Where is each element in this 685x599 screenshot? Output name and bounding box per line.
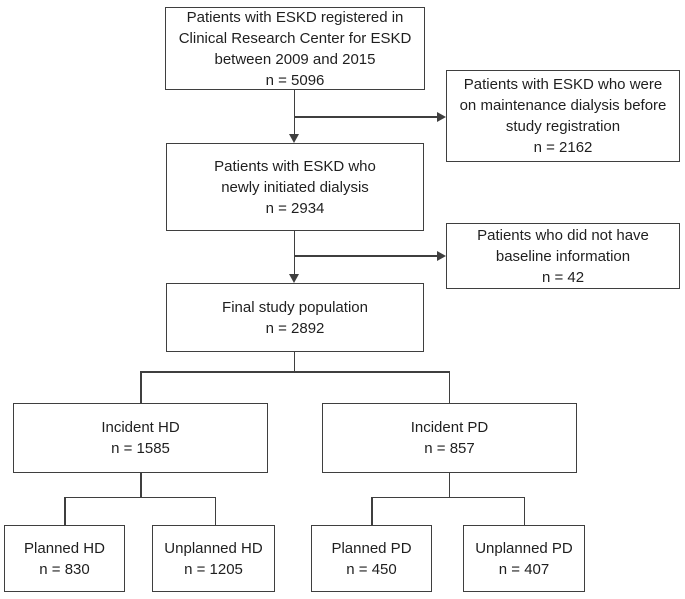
node-registered-label: Patients with ESKD registered in Clinica… — [178, 8, 412, 68]
node-unplanned-pd-count: n = 407 — [498, 560, 550, 578]
node-maintenance-dialysis: Patients with ESKD who were on maintenan… — [446, 70, 680, 162]
connector-hd-crossbar — [64, 496, 216, 498]
connector-drop-unplanned-hd — [214, 496, 216, 525]
node-unplanned-hd-count: n = 1205 — [184, 560, 243, 578]
node-planned-pd-count: n = 450 — [346, 560, 397, 578]
node-unplanned-hd-label: Unplanned HD — [164, 539, 263, 557]
node-incident-pd-count: n = 857 — [424, 440, 475, 457]
node-unplanned-hd: Unplanned HD n = 1205 — [152, 525, 275, 592]
node-planned-hd-count: n = 830 — [39, 560, 90, 578]
connector-drop-planned-hd — [64, 496, 66, 525]
connector-drop-unplanned-pd — [523, 496, 525, 525]
connector-final-stem — [293, 352, 295, 372]
arrowhead-down-newly-icon — [289, 134, 299, 143]
arrowhead-down-final-icon — [289, 274, 299, 283]
node-planned-pd: Planned PD n = 450 — [311, 525, 432, 592]
node-no-baseline-count: n = 42 — [541, 268, 585, 286]
connector-newly-to-final — [293, 231, 295, 274]
node-incident-hd-count: n = 1585 — [111, 440, 170, 457]
node-incident-pd: Incident PD n = 857 — [322, 403, 577, 473]
arrowhead-right-no-baseline-icon — [437, 251, 446, 261]
node-no-baseline-label: Patients who did not have baseline infor… — [477, 226, 649, 265]
node-maintenance-dialysis-count: n = 2162 — [533, 139, 593, 156]
node-registered-count: n = 5096 — [265, 71, 325, 89]
node-planned-hd-label: Planned HD — [24, 539, 105, 557]
connector-pd-crossbar — [371, 496, 525, 498]
node-incident-hd: Incident HD n = 1585 — [13, 403, 268, 473]
node-final-population-count: n = 2892 — [265, 319, 325, 337]
connector-branch-maintenance — [293, 116, 437, 118]
connector-registered-to-newly — [293, 90, 295, 134]
node-newly-initiated-label: Patients with ESKD who newly initiated d… — [214, 157, 376, 196]
node-final-population: Final study population n = 2892 — [166, 283, 424, 352]
arrowhead-right-maintenance-icon — [437, 112, 446, 122]
connector-pd-stem — [448, 473, 450, 498]
connector-hd-stem — [140, 473, 142, 498]
node-incident-hd-label: Incident HD — [101, 419, 180, 436]
connector-branch-no-baseline — [293, 255, 437, 257]
connector-final-crossbar — [140, 371, 450, 373]
node-unplanned-pd-label: Unplanned PD — [475, 539, 573, 557]
node-maintenance-dialysis-label: Patients with ESKD who were on maintenan… — [459, 76, 667, 135]
node-unplanned-pd: Unplanned PD n = 407 — [463, 525, 585, 592]
node-no-baseline: Patients who did not have baseline infor… — [446, 223, 680, 289]
connector-drop-planned-pd — [371, 496, 373, 525]
node-planned-pd-label: Planned PD — [331, 539, 412, 557]
connector-drop-incident-hd — [140, 371, 142, 403]
node-final-population-label: Final study population — [222, 298, 368, 316]
node-newly-initiated: Patients with ESKD who newly initiated d… — [166, 143, 424, 231]
node-incident-pd-label: Incident PD — [410, 419, 489, 436]
connector-drop-incident-pd — [448, 371, 450, 403]
node-newly-initiated-count: n = 2934 — [265, 199, 325, 217]
node-planned-hd: Planned HD n = 830 — [4, 525, 125, 592]
node-registered: Patients with ESKD registered in Clinica… — [165, 7, 425, 90]
